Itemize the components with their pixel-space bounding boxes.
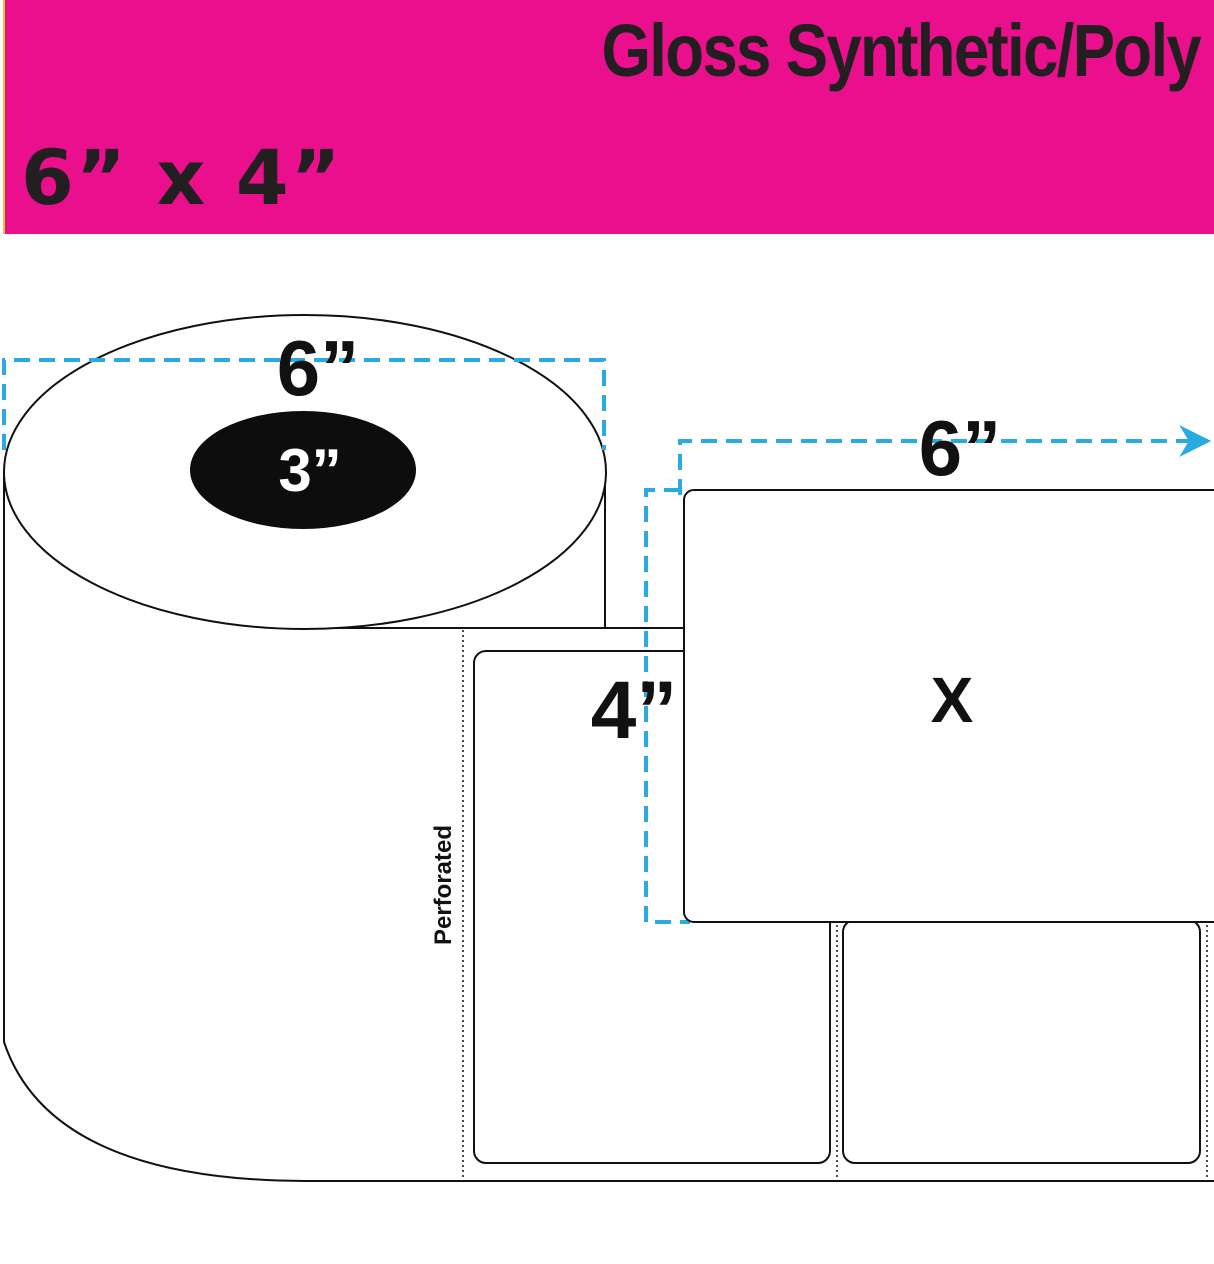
label-height-label: 4” (591, 665, 678, 756)
perforated-label: Perforated (430, 825, 457, 945)
roll-width-label: 6” (277, 324, 359, 412)
peeled-label (683, 489, 1214, 923)
label-width-label: 6” (919, 404, 1001, 492)
label-height-dimension (644, 488, 690, 924)
roll-core (190, 411, 416, 529)
label-mark: X (931, 664, 974, 736)
header-banner: Gloss Synthetic/Poly 6” x 4” (3, 0, 1214, 234)
label-size-heading: 6” x 4” (21, 133, 343, 222)
label-on-roll-2 (842, 919, 1201, 1164)
label-width-dimension (678, 425, 1212, 495)
roll-body (3, 472, 1214, 1182)
product-title: Gloss Synthetic/Poly (601, 9, 1201, 92)
core-diameter-label: 3” (278, 437, 341, 504)
roll-width-dimension (2, 358, 606, 450)
